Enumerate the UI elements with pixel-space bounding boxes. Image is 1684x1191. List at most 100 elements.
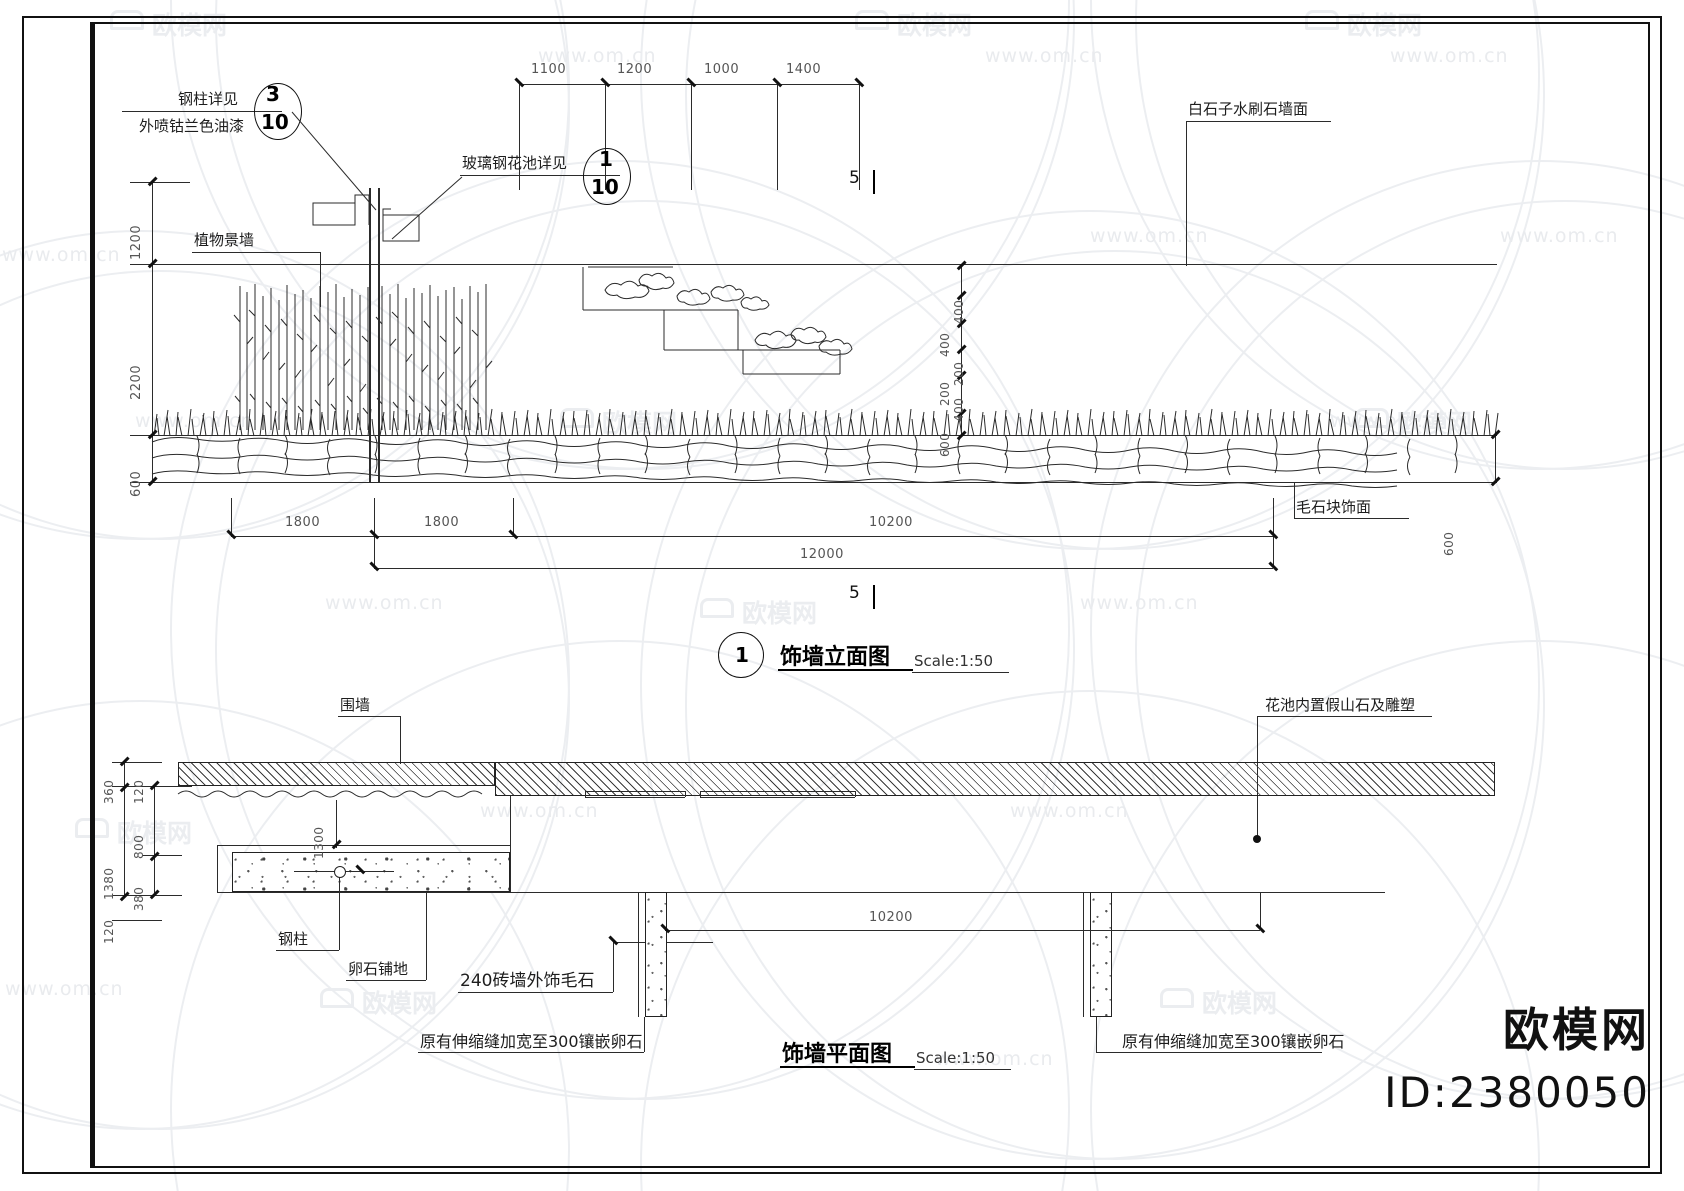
planter-line	[585, 797, 685, 798]
dimension-line-plan-bottom	[665, 930, 1260, 931]
callout-planter-label: 玻璃钢花池详见	[462, 154, 568, 172]
view-number-bubble[interactable]	[718, 632, 764, 678]
callout-steel-column-sublabel: 外喷钴兰色油漆	[139, 117, 245, 135]
dimension-label: 400	[938, 332, 952, 357]
dimension-label: 600	[938, 432, 952, 457]
plant-wall-foliage	[232, 282, 502, 432]
callout-leader-line	[1186, 121, 1331, 122]
planter-line	[685, 791, 686, 797]
paving-frame-line	[510, 796, 511, 892]
scale-underline	[912, 672, 1009, 673]
paving-frame-line	[217, 845, 218, 892]
callout-leader-line	[458, 992, 613, 993]
dimension-line-plan-left-inner	[154, 786, 155, 895]
wall-top-line	[152, 264, 1497, 265]
joint-edge-line	[638, 892, 639, 1017]
steel-column-bracket-detail	[305, 185, 425, 255]
callout-leader-planter	[390, 175, 466, 243]
dimension-line-top	[519, 84, 859, 85]
callout-leader-line	[460, 175, 620, 176]
callout-cobble-label: 卵石铺地	[348, 960, 409, 978]
planter-line	[585, 791, 685, 792]
extension-line	[374, 536, 375, 568]
dimension-label: 400	[952, 299, 966, 324]
brand-name: 欧模网	[1503, 1003, 1650, 1057]
dimension-label: 600	[1442, 531, 1456, 556]
detail-bubble-steel-column[interactable]	[254, 83, 302, 140]
planter-line	[585, 791, 586, 797]
extension-line	[1260, 892, 1261, 930]
dimension-label: 10200	[869, 910, 913, 925]
callout-plant-wall-label: 植物景墙	[194, 231, 255, 249]
scale-underline	[914, 1069, 1011, 1070]
extension-line	[1273, 498, 1274, 536]
cobble-paving-band	[232, 852, 510, 892]
callout-leader-line	[1096, 1052, 1322, 1053]
expansion-joint-strip-left	[645, 892, 667, 1017]
brand-id: ID:2380050	[1384, 1068, 1650, 1117]
dimension-label: 120	[132, 779, 146, 804]
dimension-label: 380	[132, 886, 146, 911]
callout-leader-line	[613, 942, 614, 992]
callout-rubble-label: 毛石块饰面	[1296, 498, 1372, 516]
dimension-label: 120	[102, 919, 116, 944]
extension-line	[519, 84, 520, 190]
extension-line	[112, 762, 162, 763]
steel-column-line	[369, 188, 371, 482]
dimension-line-far-right	[1495, 436, 1496, 482]
dimension-label: 1300	[312, 826, 326, 859]
callout-leader-line	[1096, 1017, 1097, 1052]
title-underline	[780, 1066, 915, 1068]
paving-frame-line	[217, 892, 510, 893]
extension-line	[374, 498, 375, 536]
section-mark-tick	[873, 585, 875, 609]
joint-edge-line	[1083, 892, 1084, 1017]
dimension-label: 1800	[424, 515, 460, 530]
extension-line	[1273, 536, 1274, 568]
callout-white-stone-label: 白石子水刷石墙面	[1188, 100, 1309, 118]
dimension-label: 600	[129, 470, 144, 497]
drawing-frame-outer	[22, 16, 1662, 1174]
leader-dot	[1253, 835, 1261, 843]
callout-leader-line	[426, 892, 427, 980]
steel-column-line	[378, 188, 380, 482]
extension-line	[112, 920, 162, 921]
extension-line	[691, 84, 692, 190]
callout-leader-line	[1186, 121, 1187, 266]
callout-expansion-joint-left-label: 原有伸缩缝加宽至300镶嵌卵石	[420, 1032, 643, 1051]
callout-leader-line	[122, 111, 282, 112]
callout-steel-column-plan-label: 钢柱	[278, 930, 309, 948]
dimension-label: 360	[102, 779, 116, 804]
dimension-label: 1400	[786, 62, 822, 77]
detail-bubble-planter[interactable]	[583, 148, 631, 205]
dimension-label: 400	[952, 397, 966, 422]
dimension-line-1300	[336, 800, 337, 848]
callout-leader-line	[400, 716, 401, 764]
extension-line	[112, 895, 182, 896]
callout-leader-line	[338, 716, 400, 717]
callout-steel-column-label: 钢柱详见	[178, 90, 239, 108]
planter-line	[700, 797, 855, 798]
callout-brickwall-label: 240砖墙外饰毛石	[460, 971, 595, 991]
plan-title: 饰墙平面图	[782, 1042, 893, 1067]
dimension-label: 200	[938, 381, 952, 406]
boundary-wall-hatch-left	[178, 762, 495, 786]
section-mark-label: 5	[849, 583, 860, 603]
brand-block: 欧模网 ID:2380050	[1384, 994, 1650, 1117]
dimension-label: 1200	[617, 62, 653, 77]
callout-leader-line	[644, 1017, 645, 1052]
dimension-label: 1100	[531, 62, 567, 77]
plan-rubble-face	[178, 786, 495, 800]
extension-line	[777, 84, 778, 190]
dimension-label: 10200	[869, 515, 913, 530]
drawing-frame-inner	[90, 22, 1650, 1168]
extension-line	[130, 182, 190, 183]
callout-leader-line	[320, 252, 321, 307]
dimension-line-left	[152, 182, 153, 482]
callout-leader-line	[346, 980, 426, 981]
callout-leader-line	[1294, 518, 1409, 519]
planter-line	[855, 791, 856, 797]
planter-step-boxes	[578, 262, 878, 387]
title-underline	[778, 669, 913, 671]
